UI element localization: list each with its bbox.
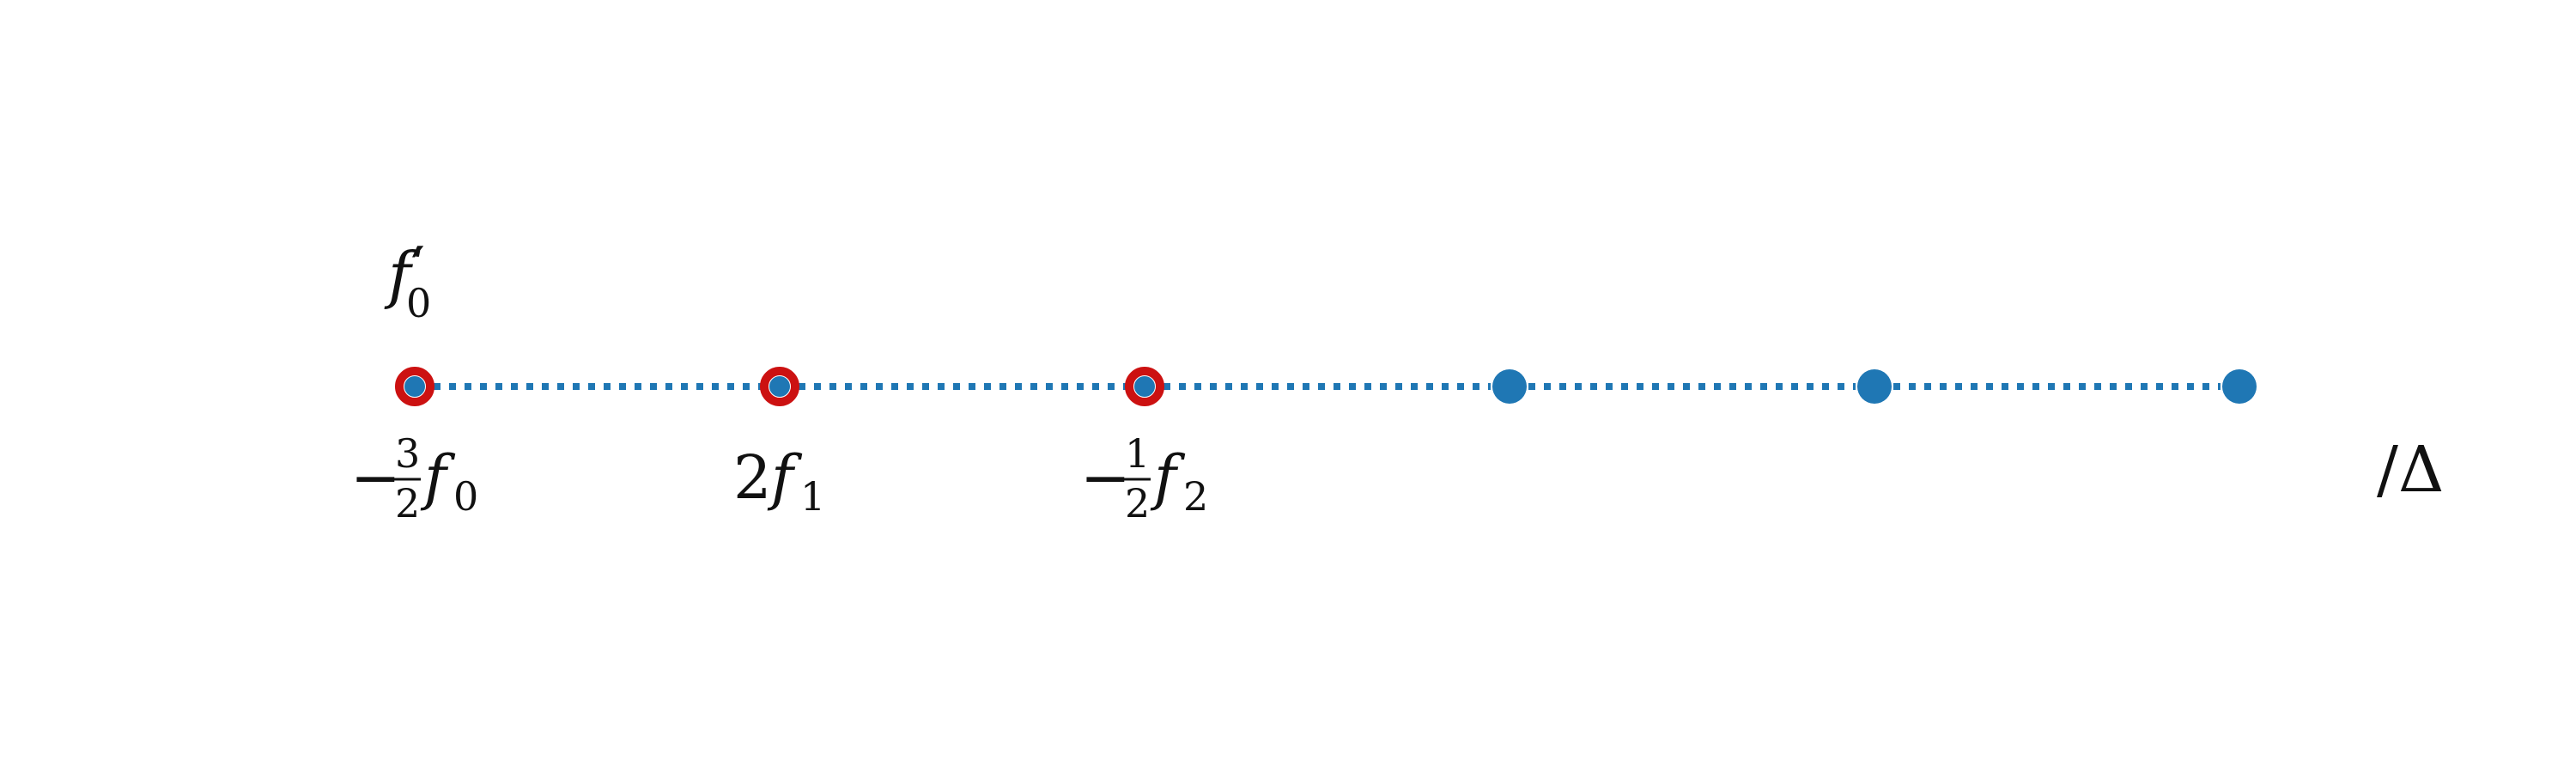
end-label-slash: / (2377, 433, 2398, 507)
highlight-ring (760, 367, 799, 406)
node-dot (1134, 376, 1155, 397)
highlight-ring (395, 367, 434, 406)
label-sign: − (350, 442, 401, 513)
end-label: /Δ (2377, 433, 2444, 507)
node-group (395, 367, 2257, 406)
top-label-sub: 0 (406, 280, 431, 326)
label-fraction: 32 (393, 430, 421, 526)
label-sign: − (1080, 442, 1131, 513)
fraction-denominator: 2 (395, 480, 420, 526)
node-dot (1857, 369, 1892, 404)
node-dot (769, 376, 790, 397)
label-subscript: 0 (453, 473, 478, 520)
label-variable: f (420, 442, 456, 513)
node-dot (404, 376, 425, 397)
label-fraction: 12 (1123, 430, 1151, 526)
top-label-prime: ′ (411, 234, 425, 306)
label-variable: f (767, 442, 803, 513)
fraction-numerator: 3 (395, 430, 420, 477)
label-subscript: 1 (800, 473, 825, 520)
highlight-ring (1125, 367, 1164, 406)
node-dot (2222, 369, 2257, 404)
fraction-numerator: 1 (1125, 430, 1150, 477)
label-coefficient: 2 (733, 442, 772, 513)
label-variable: f (1150, 442, 1186, 513)
fraction-denominator: 2 (1125, 480, 1150, 526)
top-label: f′0 (384, 234, 431, 326)
label-subscript: 2 (1183, 473, 1208, 520)
node-dot (1492, 369, 1527, 404)
end-label-symbol: Δ (2398, 433, 2444, 507)
